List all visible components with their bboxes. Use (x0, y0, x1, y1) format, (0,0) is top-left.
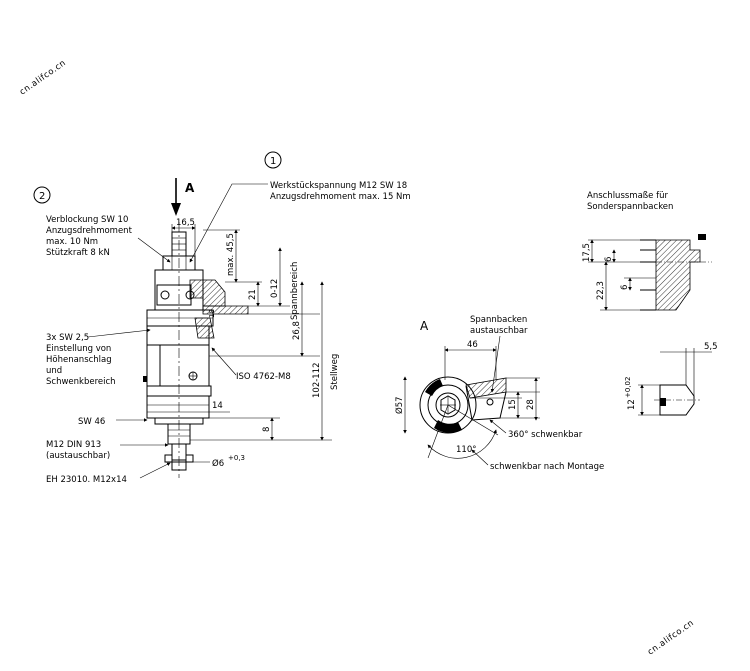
dim-17-5: 17,5 (582, 243, 592, 262)
dim-28: 28 (526, 399, 536, 410)
callout-left-2-line-4: und (46, 366, 62, 376)
callout-left-1-line-1: Verblockung SW 10 (46, 215, 128, 225)
schwenk-360-label: 360° schwenkbar (508, 430, 583, 440)
stellweg-label: Stellweg (330, 354, 340, 390)
marker-1-label: 1 (270, 156, 276, 167)
marker-2-label: 2 (39, 191, 45, 202)
callout-left-1-line-3: max. 10 Nm (46, 237, 98, 247)
spannbacken-line-2: austauschbar (470, 326, 528, 336)
callout-eh: EH 23010. M12x14 (46, 462, 171, 485)
watermark-bottom: cn.alifco.cn (646, 618, 696, 657)
callout-m12: M12 DIN 913 (austauschbar) (46, 440, 169, 461)
dim-dia-57: Ø57 (394, 396, 405, 414)
dim-22-3: 22,3 (596, 281, 606, 300)
callout-left-2-line-5: Schwenkbereich (46, 377, 116, 387)
dim-18: 18 (208, 309, 216, 318)
watermark-top: cn.alifco.cn (18, 58, 68, 97)
schwenk-montage-label: schwenkbar nach Montage (490, 462, 604, 472)
callout-left-2-line-2: Einstellung von (46, 344, 111, 354)
right-title-line-2: Sonderspannbacken (587, 202, 673, 212)
callout-left-2-line-3: Höhenanschlag (46, 355, 112, 365)
dim-102-112: 102-112 (312, 362, 322, 398)
dim-5-5: 5,5 (704, 342, 718, 352)
callout-left-1-line-2: Anzugsdrehmoment (46, 226, 133, 236)
m12-line-1: M12 DIN 913 (46, 440, 101, 450)
callout-workpiece: Werkstückspannung M12 SW 18 Anzugsdrehmo… (189, 181, 411, 263)
dim-46: 46 (467, 340, 478, 350)
dim-6-top: 6 (604, 257, 614, 262)
callout-top-line-2: Anzugsdrehmoment max. 15 Nm (270, 192, 411, 202)
dim-26-8: 26,8 (292, 321, 302, 340)
dim-16-5: 16,5 (176, 218, 195, 228)
dim-45-5: max. 45,5 (226, 233, 236, 276)
right-title-line-1: Anschlussmaße für (587, 191, 668, 201)
callout-left-1-line-4: Stützkraft 8 kN (46, 248, 110, 258)
sw46-label: SW 46 (78, 417, 105, 427)
dim-dia-6: Ø6 (212, 458, 224, 469)
callout-top-line-1: Werkstückspannung M12 SW 18 (270, 181, 407, 191)
jaw-connection-detail: Anschlussmaße für Sonderspannbacken 17,5… (582, 191, 718, 416)
dim-14: 14 (212, 401, 223, 411)
m12-line-2: (austauschbar) (46, 451, 110, 461)
callout-blocking: Verblockung SW 10 Anzugsdrehmoment max. … (46, 215, 171, 263)
spannbereich-label: Spannbereich (290, 262, 300, 320)
iso-label: ISO 4762-M8 (236, 372, 291, 382)
callout-sw46: SW 46 (78, 417, 148, 427)
view-a-arrow: A (171, 178, 195, 216)
dimensions-left: 16,5 max. 45,5 21 0-12 Spannbereich 18 2… (171, 218, 340, 469)
view-a-arrow-label: A (185, 181, 195, 195)
callout-adjustment: 3x SW 2,5 Einstellung von Höhenanschlag … (46, 328, 151, 387)
dim-110-deg: 110° (456, 445, 476, 455)
dim-0-12: 0-12 (270, 279, 280, 298)
view-a: A Spannbacken austauschbar 46 Ø57 15 (394, 315, 604, 472)
view-a-label: A (420, 319, 429, 333)
dim-21: 21 (248, 289, 258, 300)
dim-15: 15 (508, 399, 518, 410)
marker-2: 2 (33, 186, 51, 204)
clamp-side-view (143, 222, 249, 478)
dim-6-bottom: 6 (620, 285, 630, 290)
dim-dia-6-tol: +0,3 (228, 454, 245, 462)
spannbacken-line-1: Spannbacken (470, 315, 527, 325)
marker-1: 1 (264, 151, 282, 169)
dim-8: 8 (262, 427, 272, 432)
callout-left-2-line-1: 3x SW 2,5 (46, 333, 89, 343)
dim-12-tol: +0,02 (624, 377, 632, 398)
callout-iso: ISO 4762-M8 (211, 347, 291, 382)
dim-12: 12 (627, 399, 637, 410)
eh-label: EH 23010. M12x14 (46, 475, 127, 485)
